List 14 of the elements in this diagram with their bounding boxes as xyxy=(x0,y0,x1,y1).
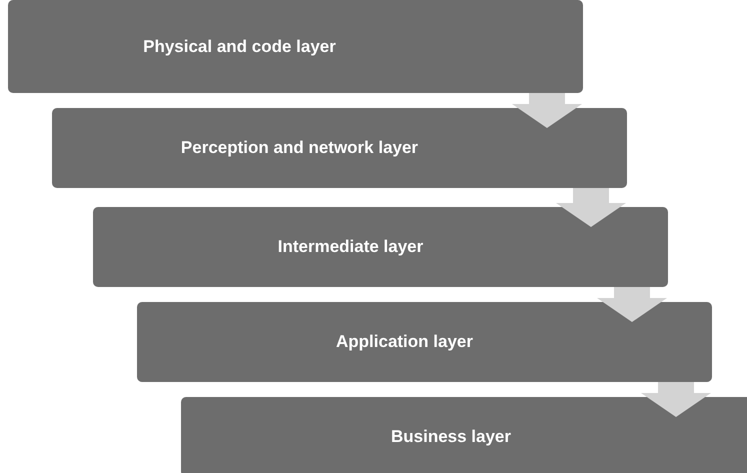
layer-label: Business layer xyxy=(390,427,512,447)
layer-box xyxy=(137,302,712,382)
layer-label: Perception and network layer xyxy=(180,138,420,158)
layer-label: Physical and code layer xyxy=(142,36,337,56)
down-arrow xyxy=(512,93,582,128)
layer-box xyxy=(181,397,747,473)
layer-box xyxy=(8,0,583,93)
layer-label: Application layer xyxy=(335,332,474,352)
down-arrow xyxy=(641,382,711,417)
layer-box xyxy=(52,108,627,188)
layer-box xyxy=(93,207,668,287)
layer-label: Intermediate layer xyxy=(276,237,424,257)
down-arrow xyxy=(597,287,667,322)
down-arrow xyxy=(556,188,626,227)
